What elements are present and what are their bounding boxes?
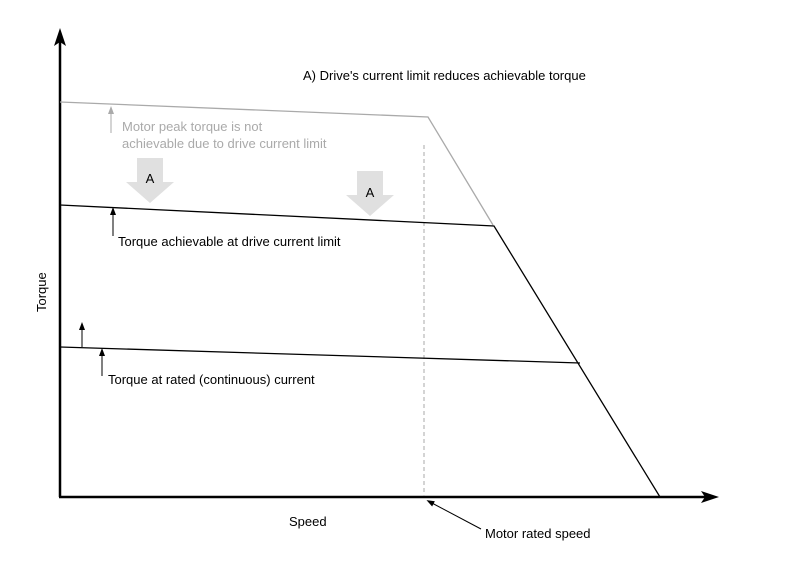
reduction-arrow-a-right: A [346, 171, 394, 216]
rated-current-curve [59, 346, 581, 364]
marker-a-label: A [146, 171, 155, 186]
x-axis-arrowhead [701, 491, 719, 503]
rated-speed-label: Motor rated speed [485, 526, 591, 541]
peak-torque-curve [59, 101, 494, 226]
rated-current-label: Torque at rated (continuous) current [108, 372, 315, 387]
y-axis-arrowhead [54, 28, 66, 46]
marker-a-label: A [366, 185, 375, 200]
y-axis-label: Torque [34, 272, 49, 312]
reduction-arrow-a-left: A [126, 158, 174, 203]
rated-speed-pointer-arrow [426, 500, 482, 530]
diagram-title: A) Drive's current limit reduces achieva… [303, 68, 586, 83]
current-limit-curve [59, 204, 661, 498]
peak-torque-label-1: Motor peak torque is not [122, 119, 263, 134]
peak-torque-label-2: achievable due to drive current limit [122, 136, 327, 151]
x-axis-label: Speed [289, 514, 327, 529]
current-limit-label: Torque achievable at drive current limit [118, 234, 341, 249]
